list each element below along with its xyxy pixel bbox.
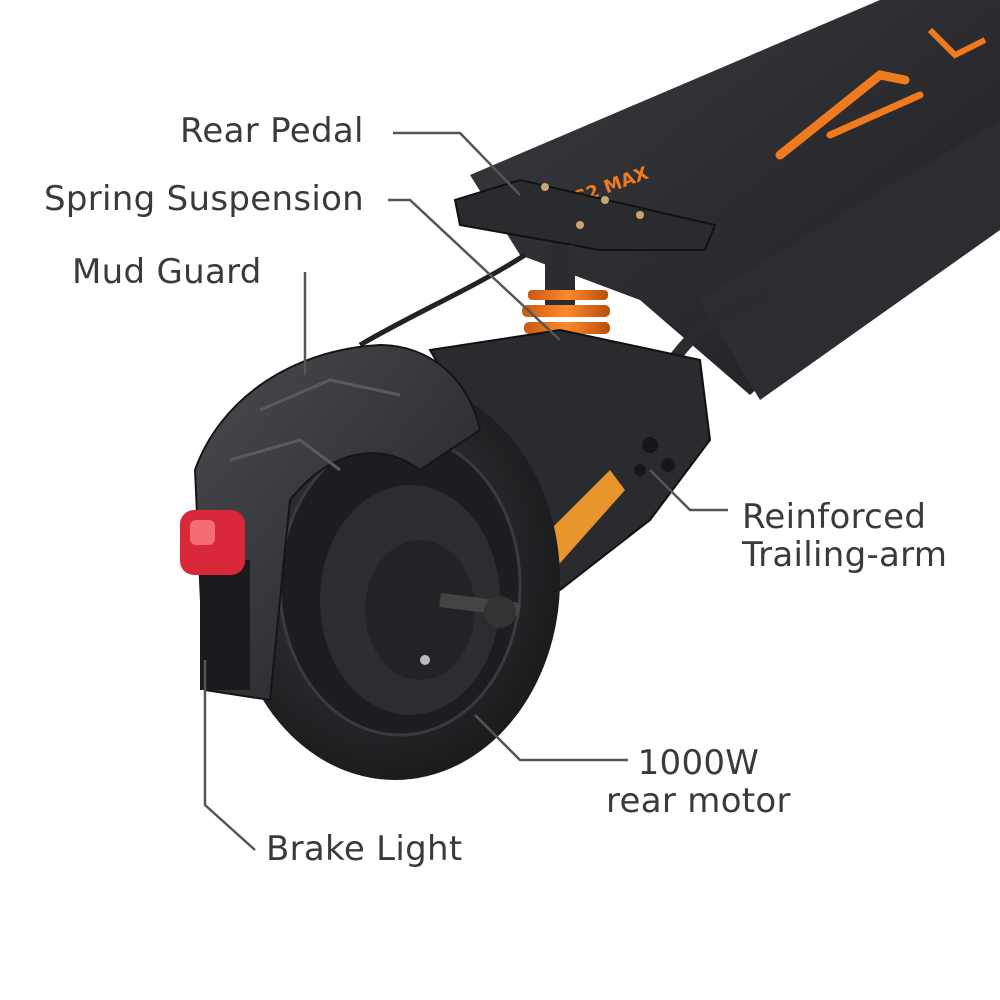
label-trailing-arm-line1: Reinforced [742,497,927,537]
leader-motor [474,714,628,762]
label-spring-suspension: Spring Suspension [44,179,365,219]
label-motor-line1: 1000W [637,743,760,783]
hub-motor [320,485,521,715]
leader-trailing-arm [649,469,728,512]
label-mud-guard: Mud Guard [72,252,262,292]
label-trailing-arm-line2: Trailing-arm [742,535,948,575]
leader-rear-pedal [393,131,521,196]
brake-light [180,510,245,575]
label-rear-motor: 1000W rear motor [606,744,791,820]
brake-cable [358,252,527,348]
rear-pedal [453,178,717,251]
rear-wheel [230,380,560,780]
leader-spring [388,198,561,341]
label-brake-light: Brake Light [266,829,463,869]
mud-guard [193,343,482,702]
leader-brake-light [203,660,256,851]
label-motor-line2: rear motor [606,781,791,821]
label-trailing-arm: Reinforced Trailing-arm [742,498,947,574]
label-rear-pedal: Rear Pedal [180,111,364,151]
leader-lines [203,131,728,851]
